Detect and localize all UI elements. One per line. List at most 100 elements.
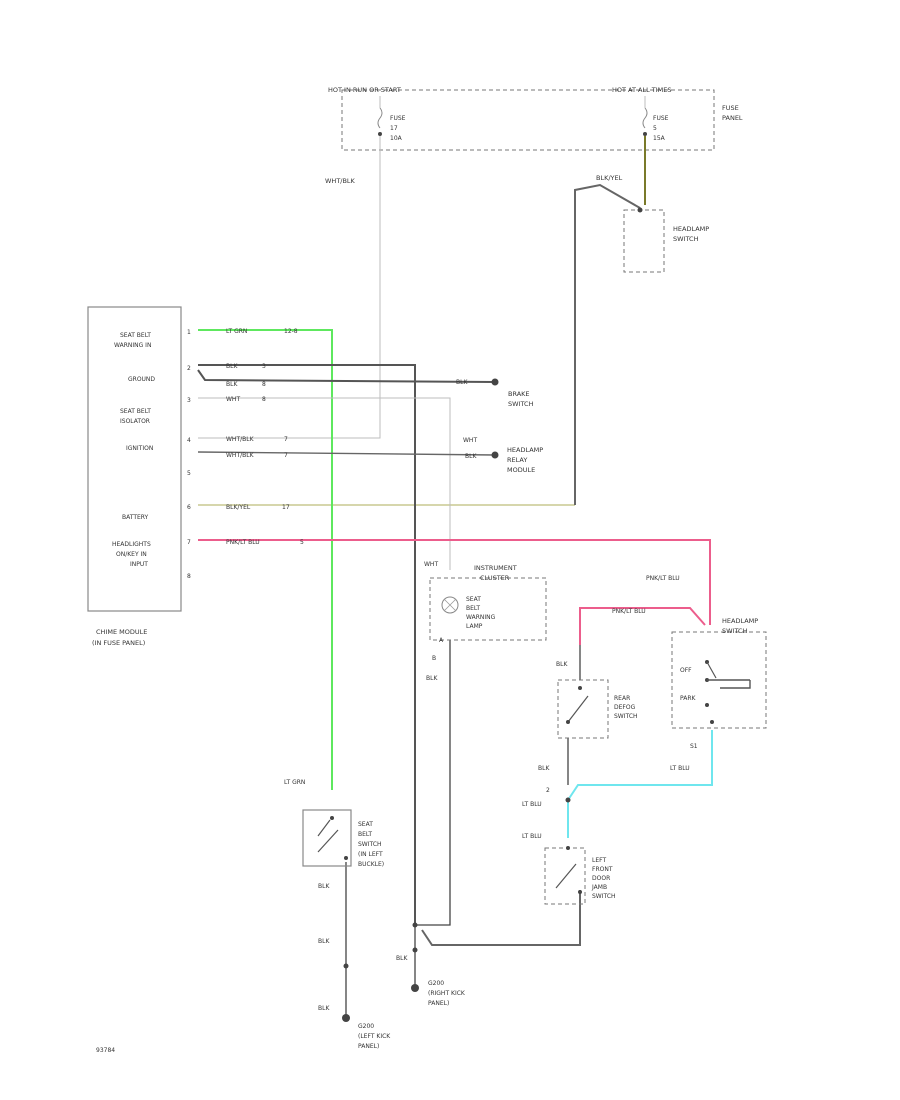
headlamp-switch-right-box [671,631,767,729]
label-wht-blk-4-num: 7 [284,436,288,443]
fuse-17-label: FUSE [390,115,406,122]
headlamp-relay-module: WHT BLK HEADLAMP RELAY MODULE [463,437,543,474]
pin3-label-line2: ISOLATOR [120,418,150,425]
wire-lt-blu [567,730,713,838]
wire-wht-blk-ignition [198,136,381,439]
wire-pnk-lt-blu [198,539,711,625]
brake-switch: BLK BRAKE SWITCH [456,379,534,408]
door-jamb-switch: LT BLU LEFT FRONT DOOR JAMB SWITCH [522,833,616,905]
fuse-5: FUSE 5 15A [642,96,669,142]
relay-label-1: HEADLAMP [507,446,543,454]
fuse-5-number: 5 [653,125,657,132]
feed-label-left: HOT IN RUN OR START [328,86,401,94]
label-num-2: 2 [546,787,550,794]
ground-right: BLK G200 (RIGHT KICK PANEL) [396,922,466,1007]
chime-module-box [87,306,182,612]
door-label-1: LEFT [592,857,606,864]
wire-wht-isolator [198,397,451,570]
ground-left-icon [342,1014,350,1022]
relay-label-3: MODULE [507,466,535,474]
pin6-label: BATTERY [122,514,149,521]
brake-switch-label-1: BRAKE [508,390,530,398]
label-blk-yel-6-num: 17 [282,504,290,511]
label-blk-splice2: BLK [318,1005,330,1012]
headlamp-switch-right: PNK/LT BLU PNK/LT BLU HEADLAMP SWITCH OF… [612,575,767,772]
sb-label-3: SWITCH [358,841,382,848]
g200-left-label-3: PANEL) [358,1043,379,1050]
g200-right-label-1: G200 [428,980,444,987]
defog-label-1: REAR [614,695,630,702]
wire-blk-brake [197,369,496,383]
label-pnk-lt-blu-right: PNK/LT BLU [646,575,680,582]
label-conn-b: B [432,655,436,662]
pin-num-6: 6 [187,504,191,511]
pin-num-5: 5 [187,470,191,477]
instrument-cluster: WHT INSTRUMENT CLUSTER SEAT BELT WARNING… [424,561,547,682]
wire-pnk-lt-blu-defog [579,607,706,645]
wire-blk-ground [198,364,416,925]
label-pnk-lt-blu-mid: PNK/LT BLU [612,608,646,615]
label-wht-blk-5: WHT/BLK [226,452,255,459]
pin-num-1: 1 [187,329,191,336]
pin1-label-line1: SEAT BELT [120,332,151,339]
label-blk-buckle: BLK [318,883,330,890]
hs-right-label-2: SWITCH [722,627,748,635]
label-defog-blk-top: BLK [556,661,568,668]
pin7-label-line3: INPUT [130,561,148,568]
brake-switch-label-2: SWITCH [508,400,534,408]
label-relay-blk: BLK [465,453,477,460]
pin-num-3: 3 [187,397,191,404]
door-jamb-box [544,847,586,905]
pin-num-4: 4 [187,437,191,444]
g200-right-label-3: PANEL) [428,1000,449,1007]
fuse-17-rating: 10A [390,135,403,142]
pin7-label-line1: HEADLIGHTS [112,541,151,548]
chime-module-location: (IN FUSE PANEL) [92,639,145,647]
pin7-label-line2: ON/KEY IN [116,551,147,558]
fuse-panel-label-2: PANEL [722,114,743,122]
headlamp-switch-top-box [623,209,665,273]
pin2-label: GROUND [128,376,155,383]
g200-left-label-1: G200 [358,1023,374,1030]
label-lt-blu-mid: LT BLU [522,801,542,808]
headlamp-switch-top: HEADLAMP SWITCH [623,207,709,273]
seat-belt-switch-box [302,809,352,867]
brake-switch-terminal [491,378,499,386]
label-blk-2: BLK [226,381,238,388]
label-lt-grn: LT GRN [226,328,247,335]
label-pnk-blu-7: PNK/LT BLU [226,539,260,546]
label-relay-wht: WHT [463,437,477,444]
label-s1: S1 [690,743,698,750]
seat-belt-switch: LT GRN SEAT BELT SWITCH (IN LEFT BUCKLE)… [284,779,384,890]
wire-label-wht-blk: WHT/BLK [325,177,356,185]
fuse-panel-border [341,89,715,151]
label-brake-blk: BLK [456,379,468,386]
g200-left-label-2: (LEFT KICK [358,1033,391,1040]
ground-left: BLK BLK G200 (LEFT KICK PANEL) [318,938,391,1050]
door-label-3: DOOR [592,875,610,882]
label-pnk-blu-7-num: 5 [300,539,304,546]
g200-right-label-2: (RIGHT KICK [428,990,466,997]
label-wht-3: WHT [226,396,240,403]
label-blk-ground-mid: BLK [396,955,408,962]
defog-switch-box [557,679,609,739]
headlamp-switch-top-label-2: SWITCH [673,235,699,243]
label-blk-1-num: 3 [262,363,266,370]
instrument-cluster-box [429,577,547,641]
door-label-2: FRONT [592,866,613,873]
chime-module-name: CHIME MODULE [96,628,147,636]
label-defog-blk-bot: BLK [538,765,550,772]
wire-blk-yel-riser [574,183,641,505]
defog-label-3: SWITCH [614,713,638,720]
pin-num-2: 2 [187,365,191,372]
relay-terminal [491,451,499,459]
hs-park-label: PARK [680,695,697,702]
sb-label-2: BELT [358,831,372,838]
sb-label-1: SEAT [358,821,373,828]
label-conn-a: A [439,637,444,644]
label-blk-1: BLK [226,363,238,370]
door-label-4: JAMB [591,884,607,891]
label-lt-grn-num: 12-8 [284,328,298,335]
label-lt-blu-right: LT BLU [670,765,690,772]
